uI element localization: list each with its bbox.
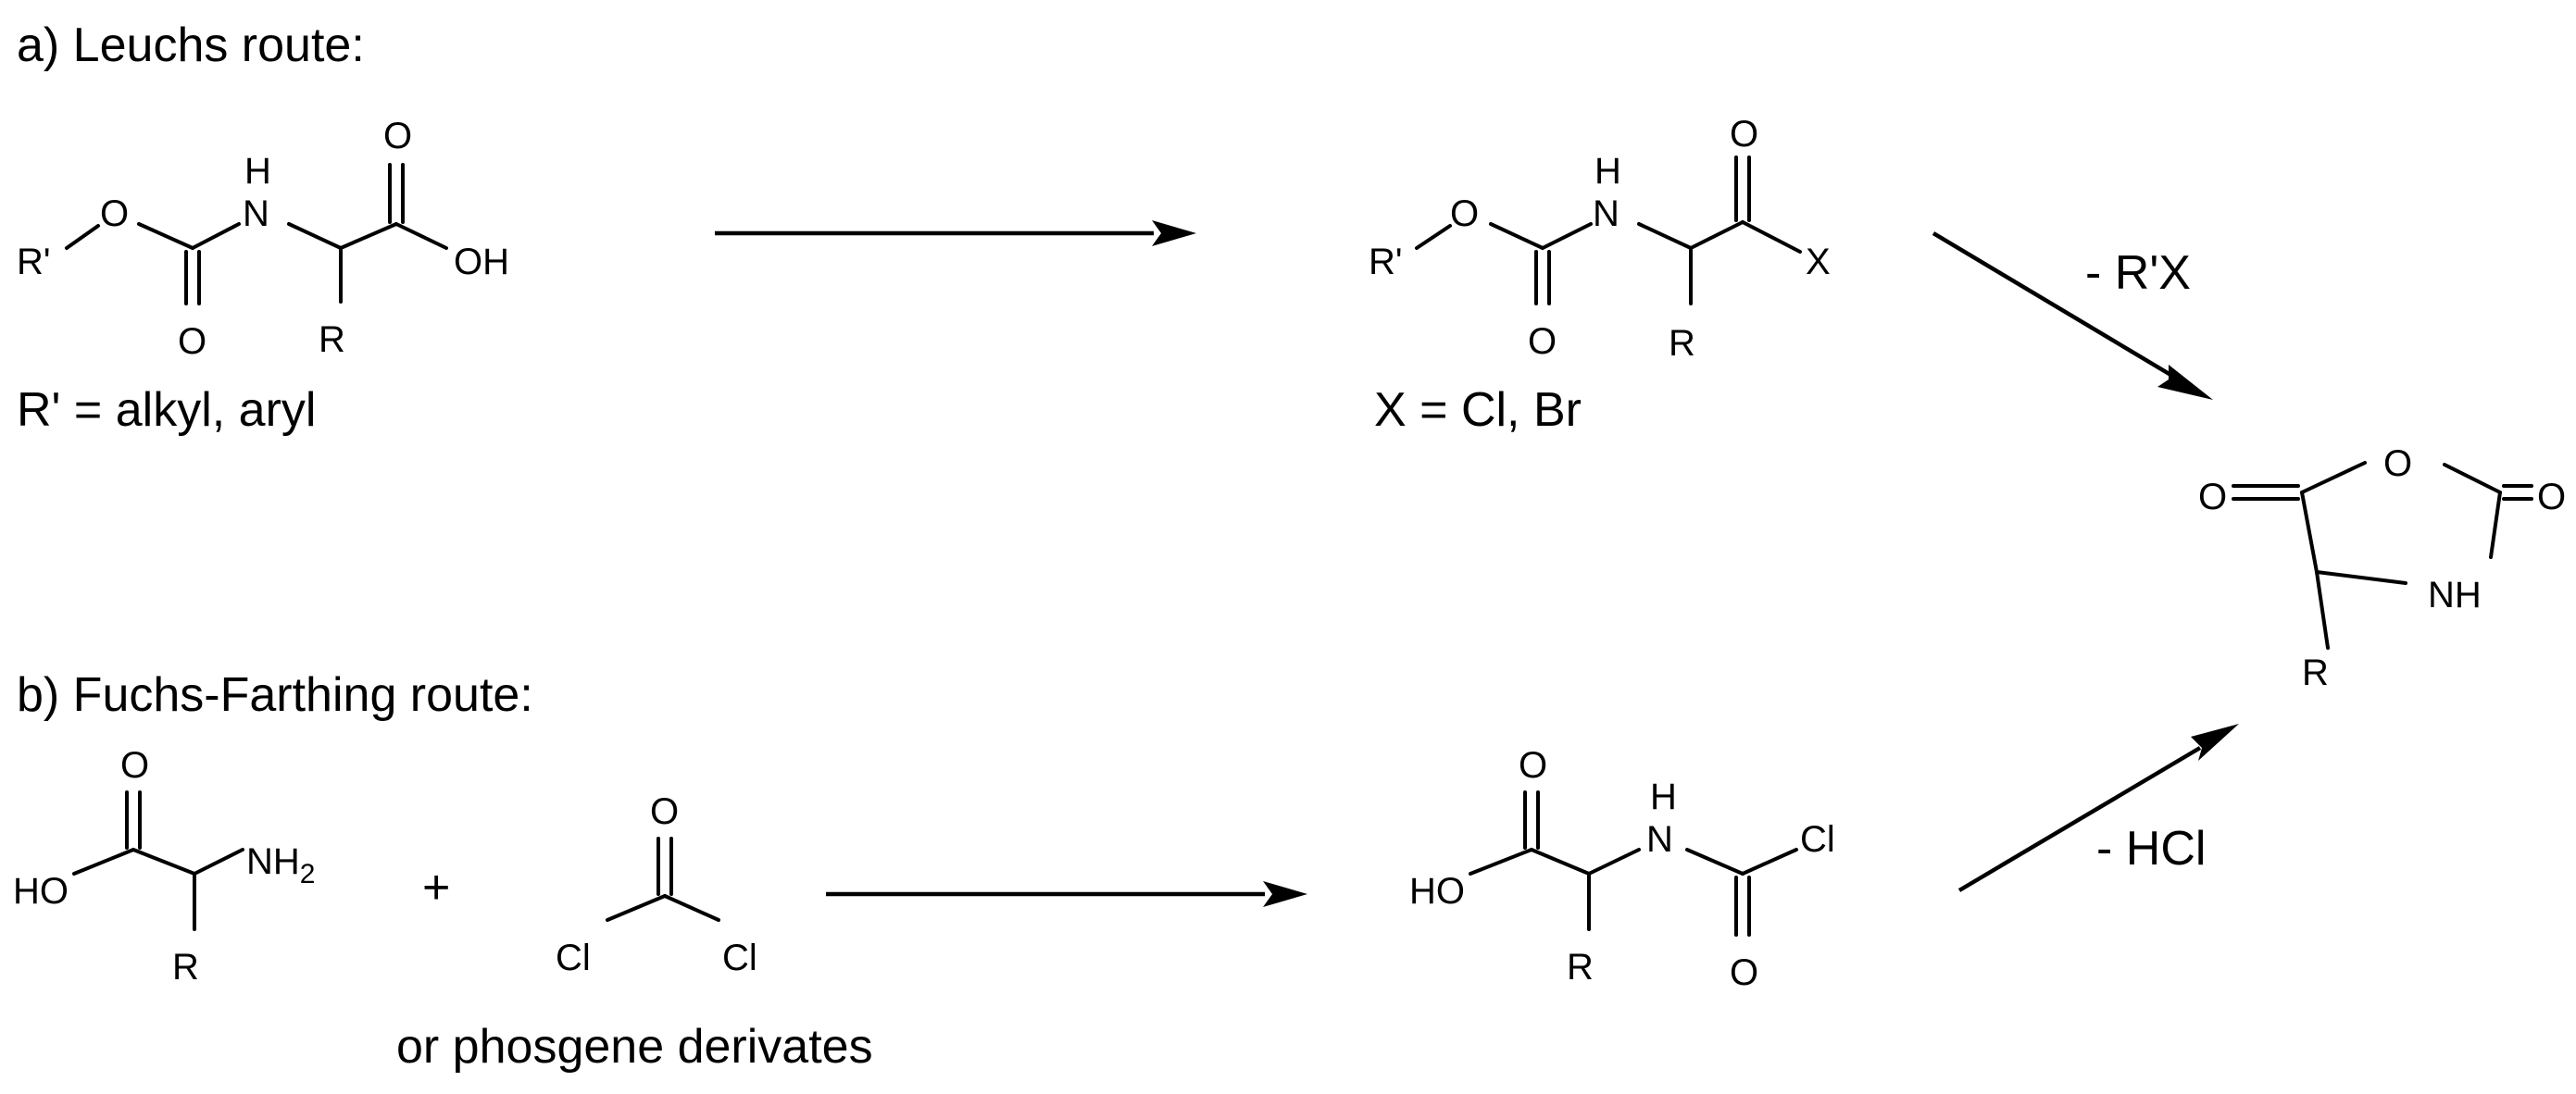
- arrow-fuchs-farthing-step-2: [1957, 724, 2239, 892]
- section-title-leuchs: a) Leuchs route:: [17, 19, 365, 72]
- atom-chlorine: Cl: [722, 938, 757, 978]
- atom-oxygen: O: [2383, 443, 2412, 484]
- section-title-fuchs-farthing: b) Fuchs-Farthing route:: [17, 668, 533, 722]
- atom-oxygen: O: [100, 193, 129, 234]
- molecule-bonds: [1415, 155, 1802, 305]
- atom-r: R: [319, 319, 345, 360]
- atom-r: R: [1669, 323, 1695, 364]
- x-definition: X = Cl, Br: [1374, 383, 1582, 437]
- molecule-bonds: [606, 837, 720, 922]
- label-minus-hcl: - HCl: [2096, 822, 2206, 876]
- atom-oxygen: O: [650, 791, 679, 832]
- atom-oxygen: O: [178, 321, 206, 362]
- plus-sign: +: [422, 861, 450, 914]
- molecule-bonds: [72, 790, 244, 931]
- atom-oxygen: O: [383, 116, 412, 156]
- atom-ho: HO: [13, 871, 69, 912]
- atom-oxygen: O: [1730, 114, 1758, 155]
- arrow-leuchs-step-2: [1932, 231, 2213, 400]
- atom-nitrogen: N: [243, 193, 269, 234]
- molecule-nca-product: O O O NH R: [2198, 443, 2566, 693]
- atom-hydrogen: H: [1594, 151, 1621, 192]
- atom-chlorine: Cl: [556, 938, 591, 978]
- atom-nitrogen: N: [1593, 193, 1619, 234]
- molecule-bonds: [1469, 790, 1798, 937]
- r-prime-definition: R' = alkyl, aryl: [17, 383, 316, 437]
- atom-oxygen: O: [2537, 477, 2566, 517]
- atom-hydrogen: H: [1650, 777, 1677, 817]
- atom-oxygen: O: [1528, 321, 1557, 362]
- atom-nh: NH: [2428, 575, 2482, 615]
- atom-r: R: [2302, 653, 2329, 693]
- atom-r-prime: R': [1369, 242, 1403, 282]
- atom-x: X: [1806, 242, 1831, 282]
- atom-oh: OH: [454, 242, 509, 282]
- atom-nh2: NH2: [246, 841, 315, 889]
- atom-oxygen: O: [1730, 952, 1758, 993]
- atom-r: R: [172, 947, 199, 988]
- atom-nitrogen: N: [1646, 819, 1673, 860]
- molecule-bonds: [2232, 461, 2533, 650]
- atom-oxygen: O: [1450, 193, 1479, 234]
- molecule-bonds: [65, 163, 448, 305]
- atom-ho: HO: [1409, 871, 1465, 912]
- molecule-amino-acid: HO O R NH2: [13, 745, 315, 988]
- arrow-fuchs-farthing-step-1: [826, 881, 1307, 907]
- molecule-carbamate-acid: R' O H N O R O OH: [17, 116, 509, 362]
- atom-oxygen: O: [1519, 745, 1547, 786]
- atom-r-prime: R': [17, 242, 51, 282]
- molecule-carbamoyl-chloride: HO O R H N Cl O: [1409, 745, 1835, 993]
- atom-hydrogen: H: [244, 151, 271, 192]
- atom-chlorine: Cl: [1800, 819, 1835, 860]
- atom-oxygen: O: [120, 745, 149, 786]
- phosgene-alternative-note: or phosgene derivates: [396, 1020, 873, 1074]
- arrow-leuchs-step-1: [715, 220, 1196, 246]
- atom-oxygen: O: [2198, 477, 2227, 517]
- molecule-phosgene: O Cl Cl: [556, 791, 757, 978]
- label-minus-rx: - R'X: [2085, 246, 2191, 300]
- atom-r: R: [1567, 947, 1594, 988]
- molecule-acyl-halide: R' O H N O R O X: [1369, 114, 1831, 364]
